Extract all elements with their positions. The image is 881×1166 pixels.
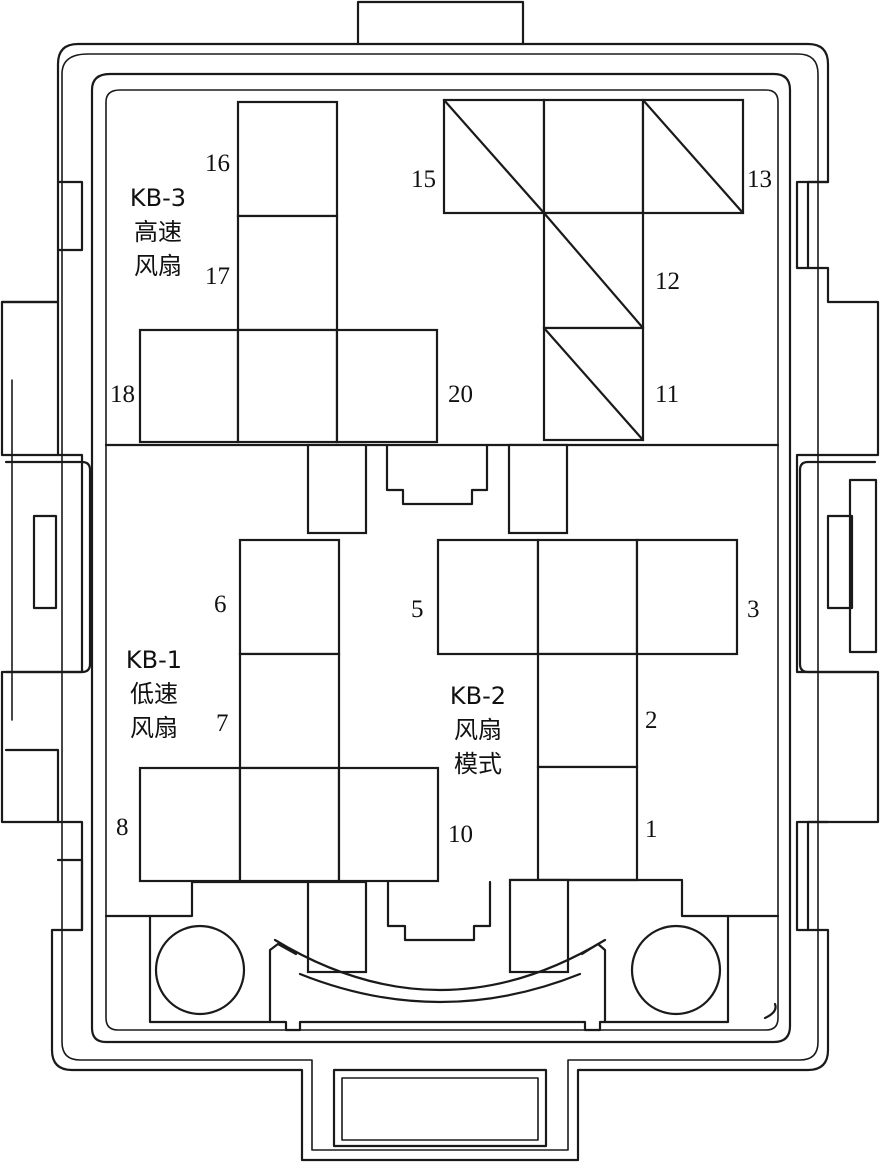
position-numbers: 16 17 18 20 15 13 12 11 6 5 3 7 2 8 10 1 <box>110 150 772 848</box>
position-5: 5 <box>411 596 424 623</box>
position-3: 3 <box>747 596 760 623</box>
position-15: 15 <box>411 166 436 193</box>
slot-3 <box>635 538 739 656</box>
bottom-mount-area <box>104 878 780 1032</box>
kb2-line1: 风扇 <box>454 716 502 744</box>
position-11: 11 <box>655 381 679 408</box>
kb3-label: KB-3 高速 风扇 <box>130 184 186 280</box>
unused-slots <box>442 98 745 442</box>
kb1-line2: 风扇 <box>130 714 178 742</box>
position-13: 13 <box>747 166 772 193</box>
position-1: 1 <box>645 816 658 843</box>
position-10: 10 <box>448 821 473 848</box>
kb3-line1: 高速 <box>134 218 182 246</box>
position-2: 2 <box>645 707 658 734</box>
kb2-label: KB-2 风扇 模式 <box>450 682 506 778</box>
position-12: 12 <box>655 268 680 295</box>
kb1-relay-slots <box>138 538 440 883</box>
slot-16 <box>236 100 339 218</box>
mounting-hole-left <box>154 924 246 1016</box>
slot-19 <box>236 328 339 444</box>
slot-18 <box>138 328 240 444</box>
kb2-relay-slots <box>436 538 739 882</box>
mounting-hole-right <box>630 924 722 1016</box>
kb1-label: KB-1 低速 风扇 <box>126 646 182 742</box>
kb1-line1: 低速 <box>130 680 178 708</box>
position-18: 18 <box>110 381 135 408</box>
slot-4 <box>536 538 639 656</box>
position-7: 7 <box>216 710 229 737</box>
slot-9 <box>238 766 341 883</box>
kb3-code: KB-3 <box>130 184 186 212</box>
position-20: 20 <box>448 381 473 408</box>
slot-2 <box>536 652 639 769</box>
kb3-relay-slots <box>138 100 439 444</box>
kb2-code: KB-2 <box>450 682 506 710</box>
kb2-line2: 模式 <box>454 750 502 778</box>
slot-1 <box>536 765 639 882</box>
slot-6 <box>238 538 341 656</box>
slot-17 <box>236 214 339 332</box>
position-17: 17 <box>205 263 230 290</box>
position-6: 6 <box>214 591 227 618</box>
kb1-code: KB-1 <box>126 646 182 674</box>
middle-connectors <box>306 443 569 535</box>
slot-7 <box>238 652 341 770</box>
slot-20 <box>335 328 439 444</box>
slot-8 <box>138 766 242 883</box>
position-16: 16 <box>205 150 230 177</box>
slot-10 <box>337 766 440 883</box>
slot-5 <box>436 538 540 656</box>
kb3-line2: 风扇 <box>134 252 182 280</box>
position-8: 8 <box>116 814 129 841</box>
slot-14 <box>542 98 645 215</box>
